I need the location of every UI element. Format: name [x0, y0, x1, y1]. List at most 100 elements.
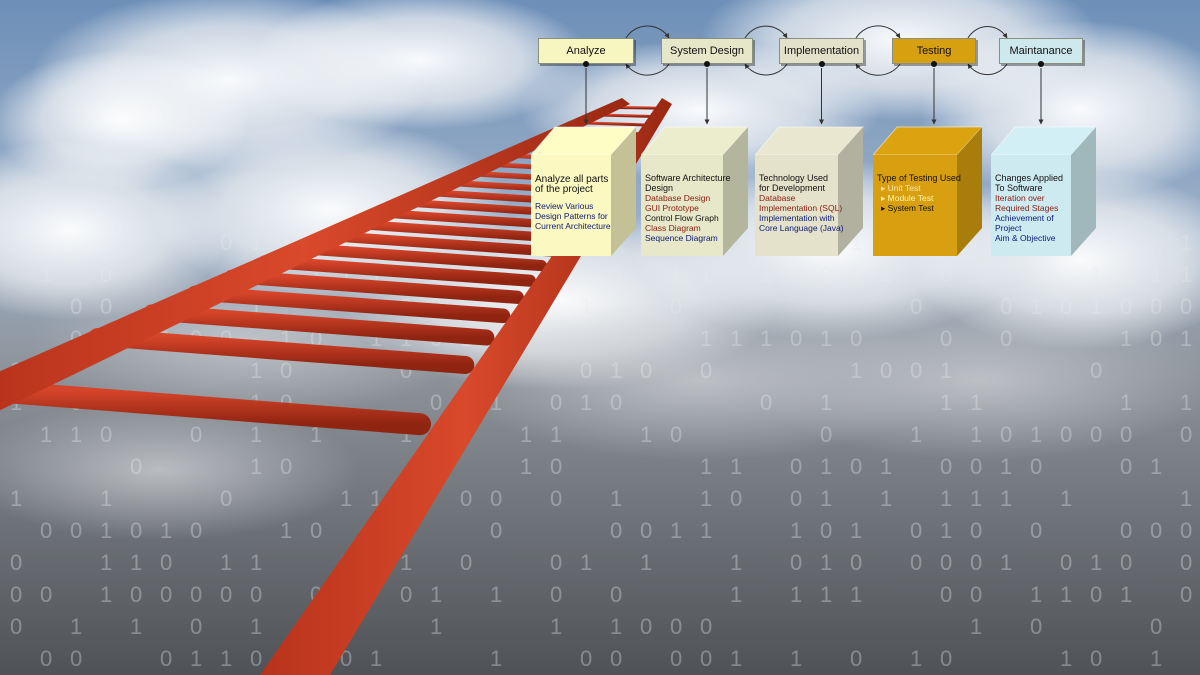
- stage-connectors: [583, 25, 1044, 125]
- binary-digit: 1: [1150, 646, 1162, 671]
- binary-digit: 1: [1030, 294, 1042, 319]
- binary-digit: 0: [610, 646, 622, 671]
- stage-implementation: Implementation: [779, 38, 864, 67]
- binary-digit: 0: [790, 326, 802, 351]
- binary-digit: 1: [820, 390, 832, 415]
- binary-digit: 0: [130, 454, 142, 479]
- binary-digit: 0: [910, 294, 922, 319]
- binary-digit: 0: [850, 262, 862, 287]
- binary-digit: 1: [1180, 390, 1192, 415]
- box-item: Review Various: [535, 201, 607, 211]
- binary-digit: 0: [10, 614, 22, 639]
- box-item: Implementation (SQL): [759, 203, 842, 213]
- box-item: Sequence Diagram: [645, 233, 719, 243]
- binary-digit: 1: [250, 454, 262, 479]
- binary-digit: 1: [970, 390, 982, 415]
- binary-digit: 0: [610, 518, 622, 543]
- stage-testing: Testing: [892, 38, 976, 67]
- box-item: ▸ System Test: [877, 203, 953, 213]
- binary-digit: 1: [700, 262, 712, 287]
- binary-digit: 0: [130, 518, 142, 543]
- binary-digit: 1: [1120, 326, 1132, 351]
- box-item-text: Class Diagram: [645, 223, 701, 233]
- binary-digit: 0: [850, 646, 862, 671]
- binary-digit: 0: [1030, 614, 1042, 639]
- box-item-text: Project: [995, 223, 1022, 233]
- cloud: [740, 300, 1200, 460]
- binary-digit: 0: [580, 646, 592, 671]
- binary-digit: 0: [730, 486, 742, 511]
- binary-digit: 1: [610, 358, 622, 383]
- binary-digit: 1: [70, 422, 82, 447]
- box-item: Core Language (Java): [759, 223, 844, 233]
- box-item-text: Control Flow Graph: [645, 213, 719, 223]
- binary-digit: 0: [1090, 422, 1102, 447]
- box-item: Required Stages: [995, 203, 1067, 213]
- binary-digit: 1: [970, 422, 982, 447]
- binary-digit: 0: [1150, 518, 1162, 543]
- binary-digit: 1: [880, 486, 892, 511]
- binary-digit: 0: [940, 326, 952, 351]
- cloud: [0, 400, 360, 540]
- binary-digit: 0: [940, 646, 952, 671]
- bullet-arrow-icon: ▸: [881, 183, 888, 193]
- box-item: Project: [995, 223, 1067, 233]
- binary-digit: 1: [610, 486, 622, 511]
- box-title-line: for Development: [759, 183, 826, 193]
- binary-digit: 0: [610, 262, 622, 287]
- binary-digit: 0: [580, 358, 592, 383]
- stage-label: Implementation: [783, 45, 860, 57]
- box-item-text: Unit Test: [887, 183, 921, 193]
- binary-digit: 1: [820, 550, 832, 575]
- binary-digit: 1: [250, 230, 262, 255]
- binary-digit: 1: [700, 454, 712, 479]
- binary-digit: 1: [580, 390, 592, 415]
- binary-digit: 0: [1060, 550, 1072, 575]
- binary-digit: 1: [1150, 262, 1162, 287]
- binary-digit: 0: [1180, 294, 1192, 319]
- box-title-line: Analyze all parts: [535, 174, 609, 185]
- binary-digit: 1: [100, 582, 112, 607]
- box-item: GUI Prototype: [645, 203, 719, 213]
- binary-digit: 1: [190, 646, 202, 671]
- box-3d-sides: [991, 126, 1097, 256]
- box-item: Iteration over: [995, 193, 1067, 203]
- binary-digit: 0: [1180, 518, 1192, 543]
- box-item: Implementation with: [759, 213, 835, 223]
- binary-digit: 1: [10, 230, 22, 255]
- binary-digit: 1: [700, 486, 712, 511]
- box-item: Class Diagram: [645, 223, 719, 233]
- binary-digit: 0: [940, 582, 952, 607]
- binary-digit: 1: [730, 454, 742, 479]
- box-item: Current Architecture: [535, 221, 611, 231]
- binary-digit: 0: [1120, 422, 1132, 447]
- binary-digit: 0: [1000, 294, 1012, 319]
- binary-digit: 1: [640, 550, 652, 575]
- binary-digit: 1: [610, 294, 622, 319]
- binary-digit: 1: [1000, 454, 1012, 479]
- binary-digit: 0: [640, 518, 652, 543]
- box-item-text: Database Design: [645, 193, 711, 203]
- binary-digit: 0: [280, 358, 292, 383]
- box-title-line: Technology Used: [759, 173, 829, 183]
- binary-digit: 1: [100, 550, 112, 575]
- binary-digit: 1: [820, 486, 832, 511]
- binary-digit: 0: [910, 550, 922, 575]
- box-side-face: [957, 127, 982, 256]
- binary-digit: 0: [70, 294, 82, 319]
- box-title-line: Software Architecture: [645, 173, 731, 183]
- binary-digit: 0: [430, 390, 442, 415]
- binary-digit: 1: [1090, 262, 1102, 287]
- binary-digit: 1: [940, 486, 952, 511]
- box-item-text: Implementation (SQL): [759, 203, 843, 213]
- backward-arc: [855, 63, 901, 76]
- binary-digit: 0: [250, 582, 262, 607]
- binary-digit: 1: [100, 486, 112, 511]
- ladder-rung: [258, 255, 536, 287]
- binary-digit: 1: [760, 326, 772, 351]
- binary-digit: 0: [1030, 262, 1042, 287]
- binary-digit: 0: [130, 582, 142, 607]
- binary-digit: 1: [790, 646, 802, 671]
